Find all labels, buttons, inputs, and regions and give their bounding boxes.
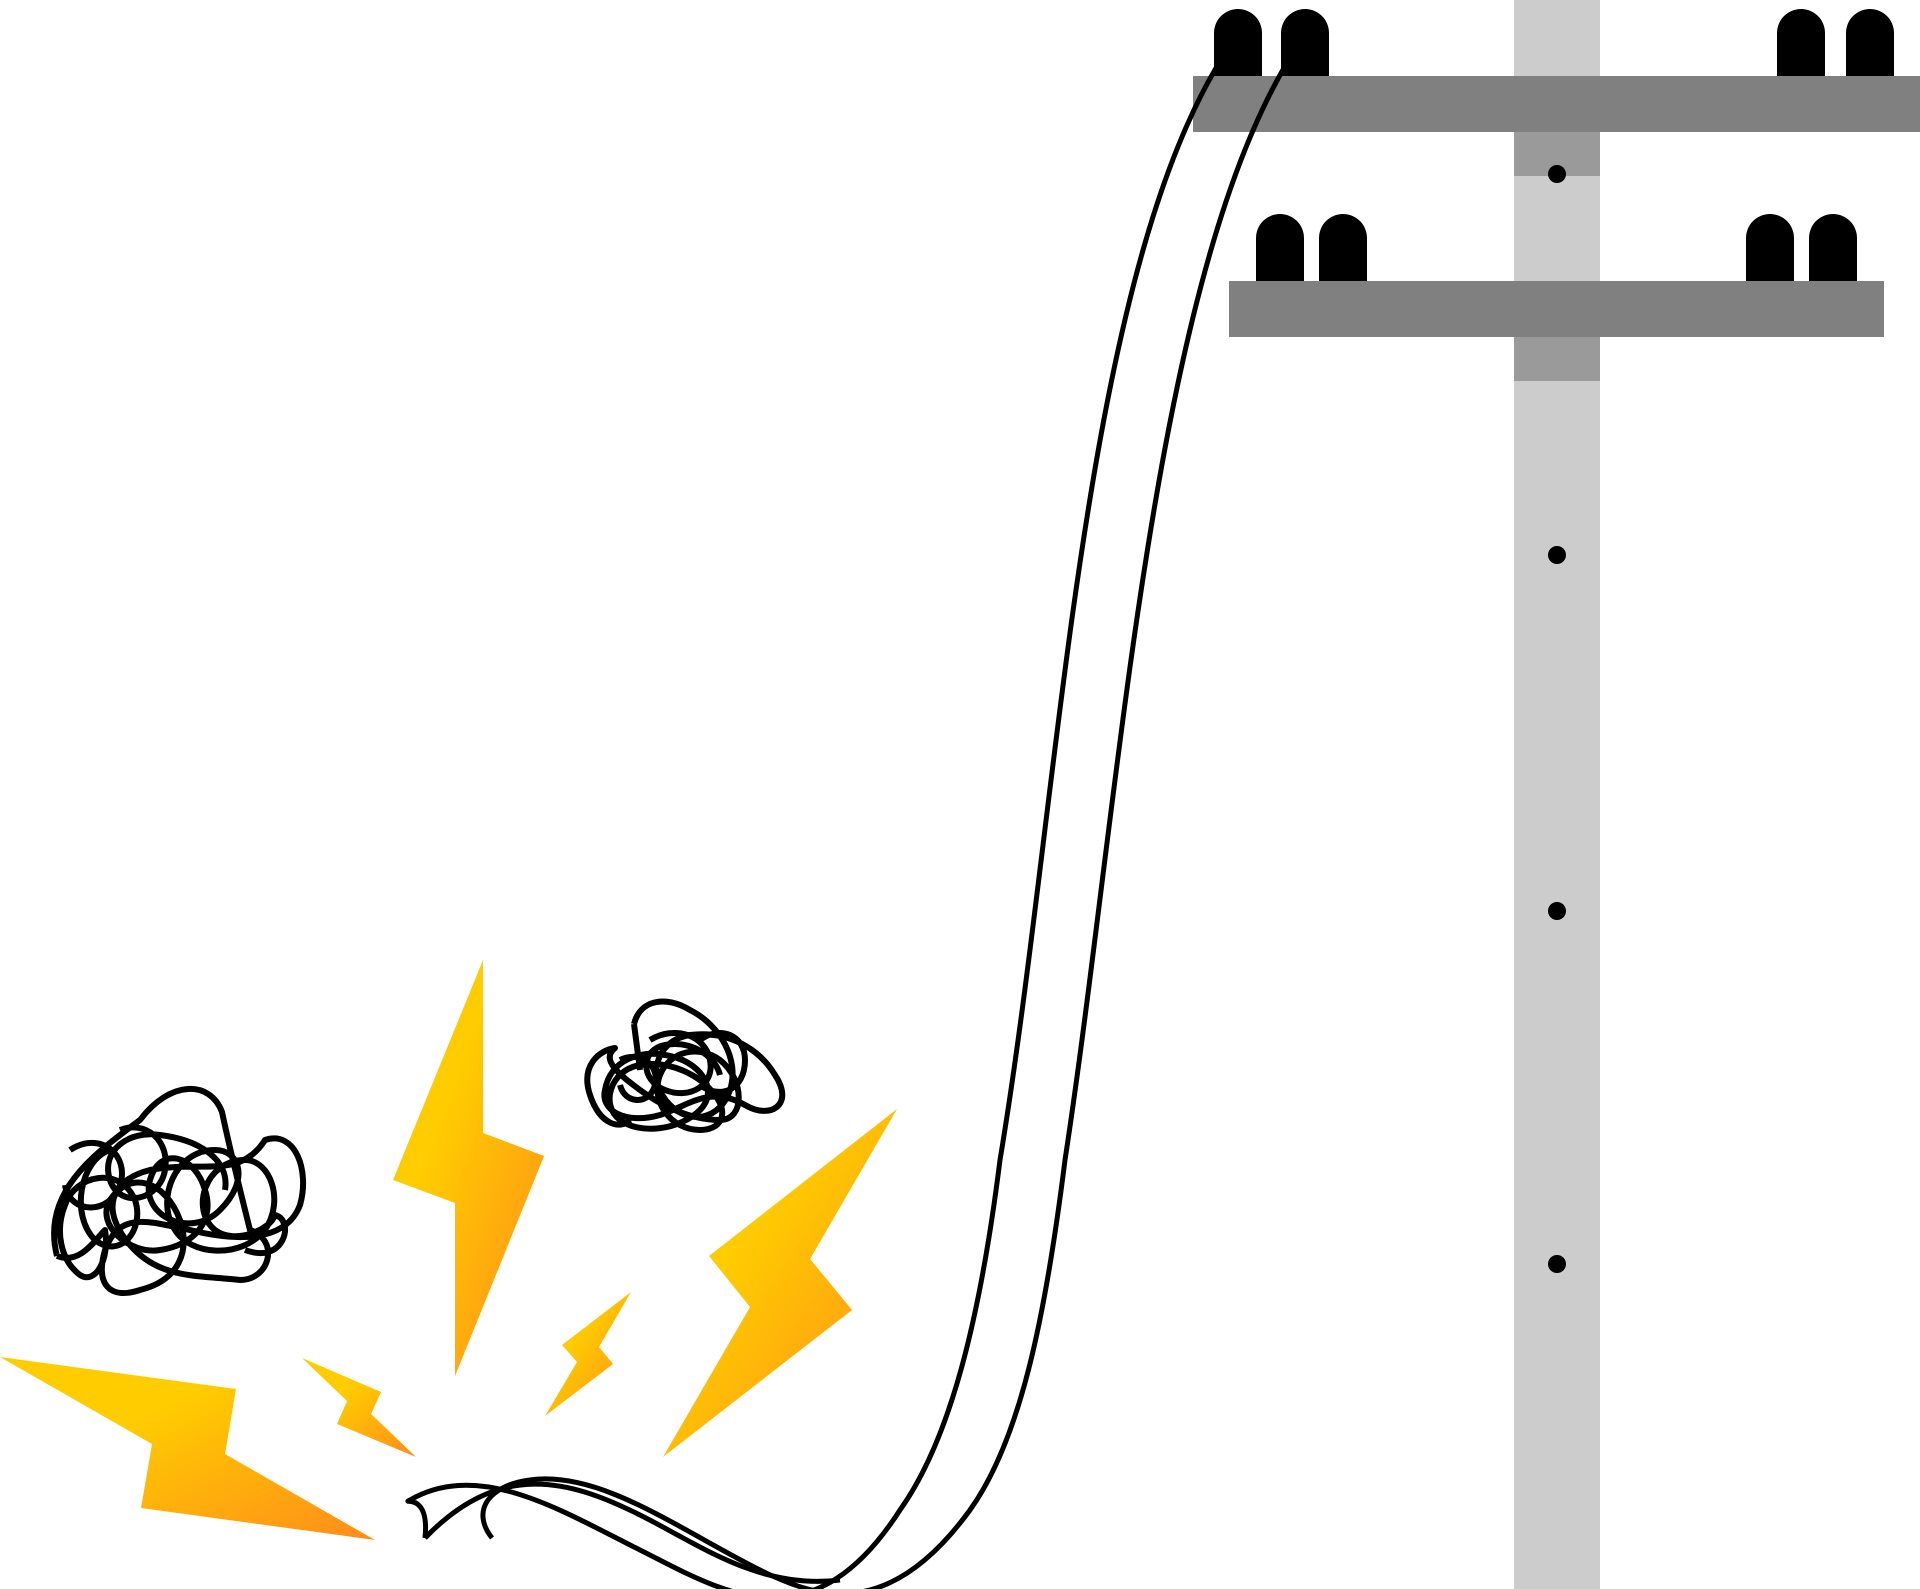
insulator-icon <box>1281 9 1329 76</box>
crossarm-lower <box>1229 281 1884 337</box>
smoke-scribble-icon <box>584 998 786 1133</box>
wire-2 <box>480 66 1287 1589</box>
insulator-icon <box>1809 214 1857 281</box>
downed-power-line-icon <box>405 66 1287 1589</box>
pole-bolt <box>1548 1255 1566 1273</box>
insulator-icon <box>1214 9 1262 76</box>
insulator-icon <box>1256 214 1304 281</box>
lightning-bolt-icon <box>393 960 544 1376</box>
utility-pole <box>1193 0 1920 1589</box>
insulator-icon <box>1319 214 1367 281</box>
pole-bolt <box>1548 546 1566 564</box>
pole-bolt <box>1548 165 1566 183</box>
smoke-scribble-left <box>51 1086 307 1297</box>
insulator-icon <box>1746 214 1794 281</box>
lightning-bolt-icon <box>302 1358 416 1457</box>
smoke-scribble-icon <box>62 1124 229 1211</box>
pole-shadow-lower <box>1514 337 1600 381</box>
insulators-lower <box>1256 214 1857 281</box>
lightning-bolt-icon <box>0 1357 375 1540</box>
sparks <box>0 960 897 1540</box>
crossarm-upper <box>1193 76 1920 132</box>
insulator-icon <box>1846 9 1894 76</box>
insulators-upper <box>1214 9 1894 76</box>
pole-bolt <box>1548 902 1566 920</box>
insulator-icon <box>1777 9 1825 76</box>
smoke-scribble-right <box>584 998 786 1133</box>
pole-shaft <box>1514 0 1600 1589</box>
lightning-bolt-icon <box>663 1109 897 1457</box>
smoke-scribble-icon <box>51 1086 307 1297</box>
lightning-bolt-icon <box>545 1292 631 1416</box>
smoke-scribble-icon <box>617 1029 723 1103</box>
wire-1 <box>405 66 1219 1589</box>
